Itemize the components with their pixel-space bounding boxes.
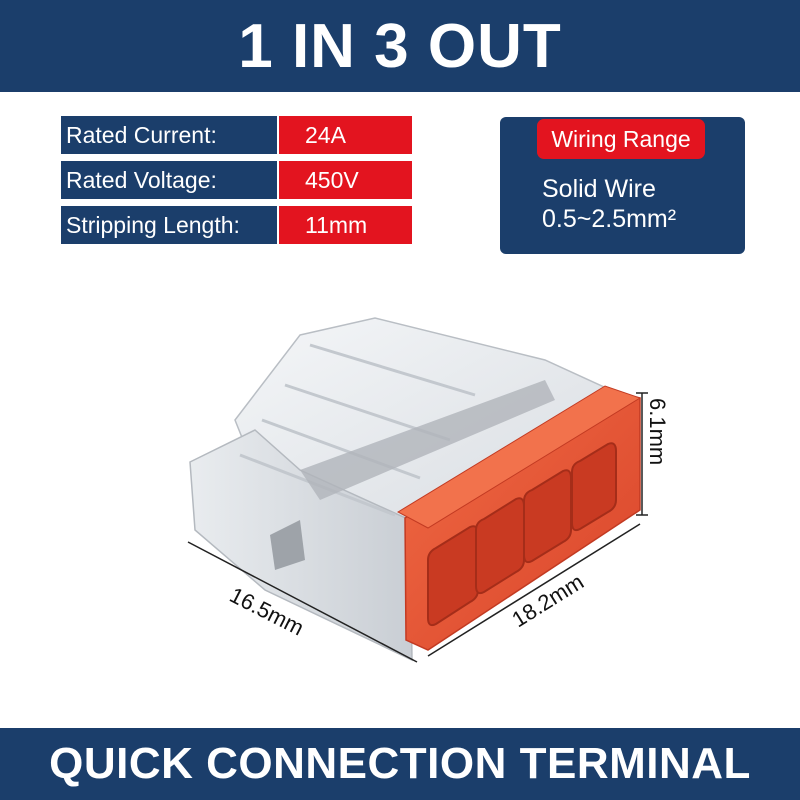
dimension-line-width: [187, 541, 418, 663]
metal-contact: [300, 380, 555, 500]
footer-title: QUICK CONNECTION TERMINAL: [49, 739, 751, 788]
spec-value: 11mm: [279, 206, 412, 244]
wiring-wire-type: Solid Wire: [542, 175, 656, 203]
dimension-height-label: 6.1mm: [645, 398, 670, 465]
wiring-range-title: Wiring Range: [537, 119, 705, 159]
spec-row-stripping-length: Stripping Length: 11mm: [61, 206, 412, 244]
spec-label: Stripping Length:: [61, 206, 279, 244]
wire-holes: [427, 442, 617, 627]
spec-table: Rated Current: 24A Rated Voltage: 450V S…: [61, 116, 412, 251]
spec-label: Rated Voltage:: [61, 161, 279, 199]
spec-row-rated-voltage: Rated Voltage: 450V: [61, 161, 412, 199]
wiring-range-box: Wiring Range Solid Wire 0.5~2.5mm²: [500, 117, 745, 254]
spec-row-rated-current: Rated Current: 24A: [61, 116, 412, 154]
spec-value: 24A: [279, 116, 412, 154]
top-banner: 1 IN 3 OUT: [0, 0, 800, 92]
spec-value: 450V: [279, 161, 412, 199]
dimension-line-length: [427, 523, 641, 657]
spec-label: Rated Current:: [61, 116, 279, 154]
bottom-banner: QUICK CONNECTION TERMINAL: [0, 728, 800, 800]
page-title: 1 IN 3 OUT: [238, 11, 562, 81]
wiring-wire-range: 0.5~2.5mm²: [542, 205, 677, 233]
